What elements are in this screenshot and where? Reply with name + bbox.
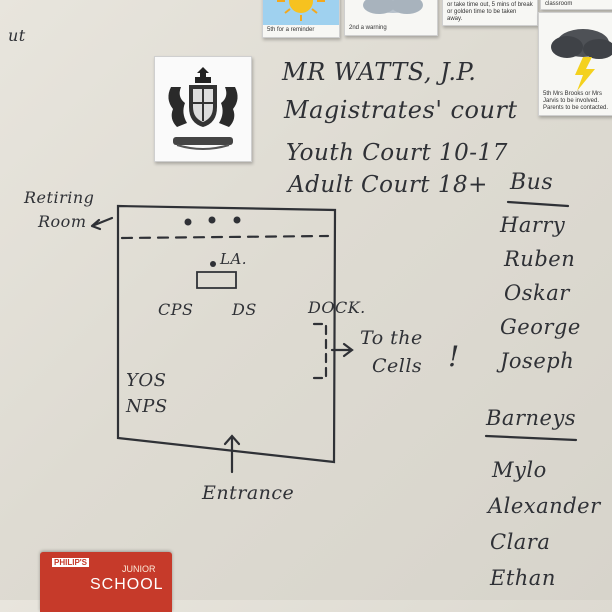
book-title: SCHOOL <box>90 576 164 593</box>
sun-card: 5th for a reminder <box>262 0 340 38</box>
retiring-room-line-1: Retiring <box>24 188 95 207</box>
bus-name: Joseph <box>500 349 575 373</box>
moved-card: 4th moved to another classroom <box>540 0 612 10</box>
legal-adviser-seat <box>210 261 216 267</box>
barneys-name: Alexander <box>488 494 601 518</box>
courtroom-outline <box>116 204 337 464</box>
atlas-book: PHILIP'S JUNIOR SCHOOL <box>40 552 172 612</box>
book-series: JUNIOR <box>122 564 156 574</box>
la-desk <box>196 271 237 289</box>
storm-card-caption: 5th Mrs Brooks or Mrs Jarvis to be invol… <box>543 91 609 111</box>
bench-dashed-line <box>120 234 330 240</box>
bus-name: Ruben <box>504 247 576 271</box>
yos-label: YOS <box>126 370 167 391</box>
coat-of-arms-emblem <box>168 67 238 150</box>
retiring-room-arrow <box>90 216 114 231</box>
cloud-card-caption: 2nd a warning <box>349 25 387 31</box>
barneys-list: Mylo Alexander Clara Ethan <box>488 452 603 596</box>
rules-card-caption: 3rd moved within the classroom or take t… <box>447 0 533 22</box>
entrance-arrow <box>223 434 241 474</box>
cps-label: CPS <box>158 300 194 319</box>
magistrate-seat <box>208 216 216 224</box>
cloud-card: 2nd a warning <box>344 0 438 36</box>
to-cells-line-2: Cells <box>372 355 423 377</box>
coat-of-arms-card <box>154 56 252 162</box>
corner-fragment-text: ut <box>8 26 26 45</box>
moved-card-caption: 4th moved to another classroom <box>545 1 573 7</box>
barneys-heading: Barneys <box>486 406 577 430</box>
dock-box <box>312 322 328 380</box>
bus-name: George <box>500 315 581 339</box>
magistrate-name: MR WATTS, J.P. <box>282 58 477 86</box>
exclamation-mark: ! <box>448 340 460 373</box>
sun-card-caption: 5th for a reminder <box>267 27 315 33</box>
adult-court-label: Adult Court 18+ <box>288 172 488 198</box>
barneys-name: Mylo <box>492 458 547 482</box>
rules-card: 3rd moved within the classroom or take t… <box>442 0 538 26</box>
retiring-room-label: Retiring Room <box>24 186 94 234</box>
bus-name: Oskar <box>504 281 570 305</box>
barneys-name: Ethan <box>490 566 556 590</box>
magistrate-seat <box>184 218 192 226</box>
barneys-name: Clara <box>490 530 551 554</box>
bus-name: Harry <box>500 213 566 237</box>
nps-label: NPS <box>126 396 168 417</box>
ds-label: DS <box>232 300 257 319</box>
book-publisher: PHILIP'S <box>52 558 90 567</box>
entrance-label: Entrance <box>202 482 295 504</box>
youth-court-label: Youth Court 10-17 <box>286 140 508 166</box>
barneys-underline <box>484 434 578 442</box>
bus-underline <box>506 200 570 208</box>
retiring-room-line-2: Room <box>38 212 87 231</box>
storm-card: 5th Mrs Brooks or Mrs Jarvis to be invol… <box>538 12 612 116</box>
legal-adviser-label: LA. <box>220 250 248 268</box>
dock-label: DOCK. <box>308 298 366 317</box>
cloud-icon <box>363 0 423 14</box>
sun-icon <box>263 0 339 25</box>
cells-arrow <box>330 342 354 358</box>
storm-cloud-icon <box>551 29 612 91</box>
to-cells-label: To the Cells <box>360 324 423 380</box>
court-title: Magistrates' court <box>284 96 518 124</box>
bus-heading: Bus <box>510 170 554 195</box>
to-cells-line-1: To the <box>360 327 423 349</box>
magistrate-seat <box>233 216 241 224</box>
bus-list: Harry Ruben Oskar George Joseph <box>500 208 581 378</box>
